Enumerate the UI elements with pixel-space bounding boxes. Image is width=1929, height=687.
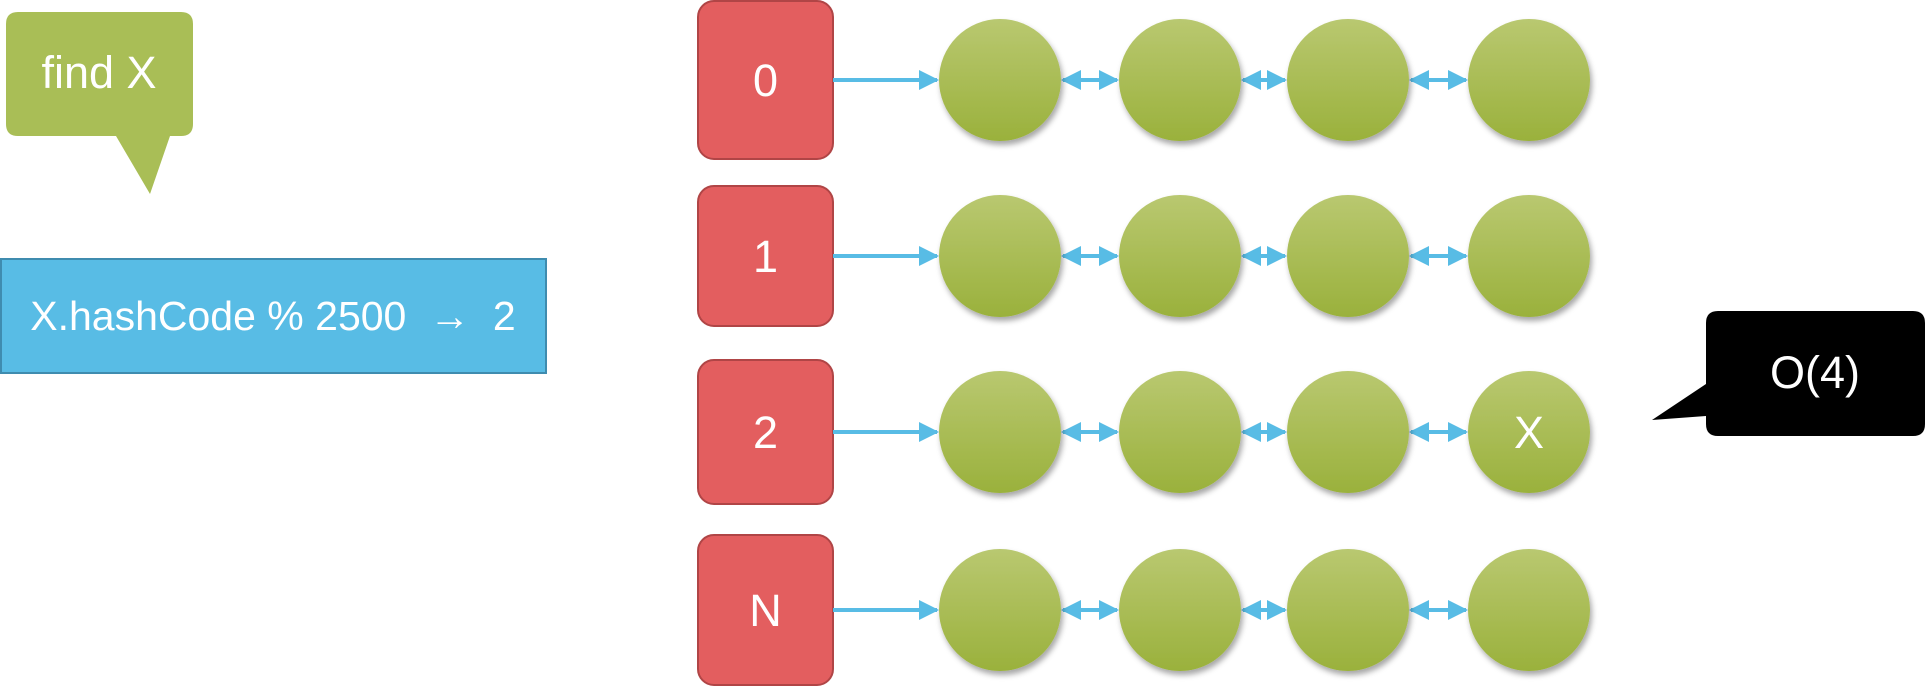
list-node: [939, 371, 1061, 493]
hash-box-shape: [0, 258, 547, 374]
cost-callout: O(4): [1652, 311, 1925, 436]
query-callout-shape: [6, 12, 193, 194]
hash-box: X.hashCode % 2500 → 2: [0, 258, 547, 374]
list-node: [1119, 371, 1241, 493]
list-node: [1287, 549, 1409, 671]
node-label: X: [1514, 407, 1544, 458]
list-node: [939, 195, 1061, 317]
list-node: [1468, 19, 1590, 141]
bucket-label: N: [749, 585, 782, 636]
hash-box-text: X.hashCode % 2500 → 2: [30, 293, 515, 339]
bucket-row: N: [697, 534, 1590, 686]
list-node: [1119, 19, 1241, 141]
list-node: [1287, 19, 1409, 141]
bucket-row: 0: [697, 0, 1590, 160]
bucket-label: 0: [753, 55, 778, 106]
bucket-label: 2: [753, 407, 778, 458]
list-node: [1119, 549, 1241, 671]
bucket-label: 1: [753, 231, 778, 282]
list-node: [939, 549, 1061, 671]
query-callout-text: find X: [41, 47, 156, 98]
list-node: [1119, 195, 1241, 317]
query-callout: find X: [6, 12, 193, 194]
list-node: [1287, 371, 1409, 493]
cost-callout-text: O(4): [1770, 347, 1860, 398]
bucket-row: 1: [697, 185, 1590, 327]
list-node: [1468, 195, 1590, 317]
list-node: [1468, 549, 1590, 671]
list-node: [1468, 371, 1590, 493]
cost-callout-shape: [1652, 311, 1925, 436]
list-node: [1287, 195, 1409, 317]
list-node: [939, 19, 1061, 141]
